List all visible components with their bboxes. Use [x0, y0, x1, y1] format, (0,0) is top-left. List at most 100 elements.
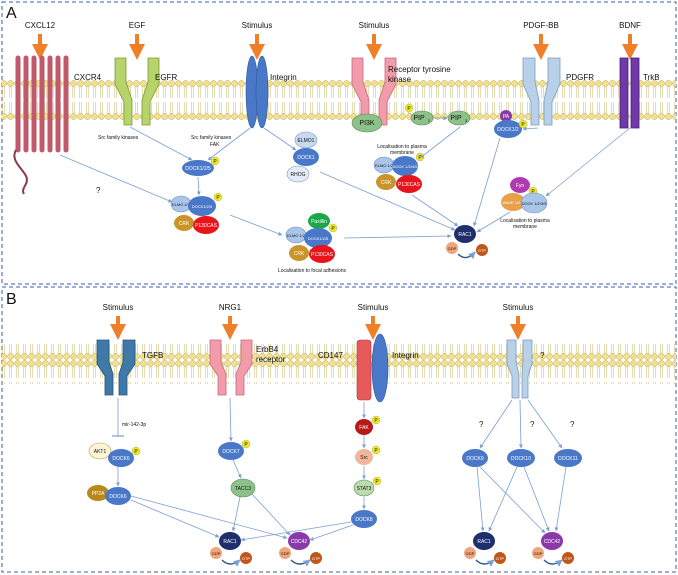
node-pp2a: PP2A: [92, 491, 105, 497]
p-paxillin: P: [331, 226, 335, 232]
ligand-stimulus-2: Stimulus: [359, 21, 390, 30]
node-gdp-b1: GDP: [212, 551, 221, 556]
ligand-nrg1: NRG1: [219, 303, 242, 312]
note-loc-pm2-2: membrane: [513, 224, 537, 230]
label-erbb4-1: ErbB4: [256, 345, 279, 354]
focal-complex: Paxillin P ELMO 1/2 DOCK1/2/5 CRK P130CA…: [278, 213, 347, 274]
node-tacc3: TACC3: [235, 486, 251, 492]
node-p130-b: P130CAS: [398, 182, 421, 188]
label-rtk-2: kinase: [388, 75, 412, 84]
ligand-stimulus-b3: Stimulus: [503, 303, 534, 312]
ligand-stimulus-b1: Stimulus: [103, 303, 134, 312]
note-q3: ?: [570, 420, 575, 429]
node-fak: FAK: [359, 425, 369, 431]
receptor-tgfb: [96, 339, 136, 396]
node-dock7: DOCK7: [222, 449, 239, 455]
node-p130-a: P130CAS: [195, 223, 218, 229]
node-dock9: DOCK9: [466, 456, 483, 462]
panel-a: A CXCL12 EGF Stimulus Stimulus PDGF-BB B…: [1, 1, 677, 285]
label-erbb4-2: receptor: [256, 355, 286, 364]
panel-b: B Stimulus NRG1 Stimulus Stimulus TGFB E…: [1, 286, 677, 573]
node-dock12: DOCK1/2: [497, 127, 519, 133]
ligand-arrows-b: [110, 316, 526, 340]
node-dock125-a: DOCK1/2/5: [185, 166, 211, 172]
receptor-unknown: [506, 339, 533, 399]
p-dock12: P: [521, 122, 525, 128]
dock9-10-11: DOCK9 DOCK10 DOCK11: [462, 449, 582, 467]
dock7-tacc3: DOCK7 P TACC3: [218, 439, 256, 498]
ligand-egf: EGF: [129, 21, 146, 30]
node-gdp-b2: GDP: [281, 551, 290, 556]
node-pip2-sub: 2: [428, 118, 431, 123]
panel-a-frame: [1, 1, 677, 285]
node-crk-b: CRK: [381, 180, 392, 186]
note-loc-pm2-1: Localisation to plasma: [500, 218, 550, 224]
receptor-cd147-integrin: [356, 333, 389, 403]
node-crk-a: CRK: [179, 221, 190, 227]
node-rac1-b-right: RAC1: [477, 539, 491, 545]
node-dock1235: DOCK 1/2/3/5: [522, 201, 548, 206]
p-dock125-b: P: [216, 195, 220, 201]
node-gtp-b3: GTP: [496, 556, 505, 561]
left-complex: ELMO 1/2 DOCK1/2/5 P CRK P130CAS: [170, 192, 223, 234]
node-gdp-b3: GDP: [466, 551, 475, 556]
ligand-cxcl12: CXCL12: [25, 21, 56, 30]
node-pip2: PIP: [413, 115, 425, 122]
node-paxillin: Paxillin: [311, 219, 327, 225]
p-dock6: P: [134, 449, 138, 455]
panel-b-letter: B: [6, 291, 17, 308]
label-trkb: TrkB: [643, 73, 660, 82]
node-stat3: STAT3: [357, 486, 372, 492]
ligand-pdgf-bb: PDGF-BB: [523, 21, 559, 30]
label-rtk-1: Receptor tyrosine: [388, 65, 451, 74]
note-question-a: ?: [96, 186, 101, 195]
node-gdp-a: GDP: [448, 246, 457, 251]
node-gtp-a: GTP: [478, 248, 487, 253]
pi3k-group: PI3K PIP 2 PIP 3 P: [351, 103, 471, 133]
receptor-egfr: [114, 57, 160, 126]
node-elmo1: ELMO1: [298, 138, 315, 144]
node-dock8: DOCK8: [355, 517, 372, 523]
rac1-cdc42-b-mid: RAC1 GDP GTP CDC42 GDP GTP: [210, 532, 322, 567]
p-src: P: [374, 448, 378, 454]
note-q2: ?: [530, 420, 535, 429]
node-elmo12-b: ELMO 1/2: [375, 163, 394, 168]
arrows-a: [59, 126, 631, 239]
node-dock6-a: DOCK6: [112, 456, 129, 462]
node-fyn: Fyn: [516, 183, 525, 189]
rac1-group-a: RAC1 GDP GTP: [446, 225, 488, 260]
p-stat3: P: [375, 479, 379, 485]
elmo1-dock1-rhog: ELMO1 DOCK1 RHOG: [286, 131, 319, 183]
node-gtp-b1: GTP: [242, 556, 251, 561]
fak-src-stat3-dock8: FAK P Src P STAT3 P DOCK8: [351, 415, 382, 528]
dock125-a-group: DOCK1/2/5 P: [182, 156, 220, 176]
node-rac1-a: RAC1: [458, 232, 472, 238]
p-pi3k: P: [407, 106, 411, 112]
note-q1: ?: [479, 420, 484, 429]
rac1-cdc42-b-right: RAC1 GDP GTP CDC42 GDP GTP: [464, 532, 574, 567]
node-dock1: DOCK1: [297, 155, 314, 161]
receptor-integrin-a: [245, 55, 269, 129]
rtk-complex: Localisation to plasma membrane ELMO 1/2…: [373, 144, 427, 193]
node-gtp-b4: GTP: [564, 556, 573, 561]
label-unknown-receptor: ?: [540, 351, 545, 360]
note-src2-1: Src family kinases: [191, 135, 232, 141]
node-akt1: AKT1: [94, 449, 107, 455]
node-pip3: PIP: [450, 115, 462, 122]
label-integrin-b: Integrin: [392, 351, 419, 360]
fyn-wave-group: Fyn P WAVE 1/2/3 DOCK 1/2/3/5 Localisati…: [500, 177, 550, 230]
node-dock1234: DOCK 1/2/4/5: [393, 164, 419, 169]
node-dock125-b: DOCK1/2/5: [192, 204, 213, 209]
node-src: Src: [360, 455, 368, 461]
note-loc-pm-2: membrane: [390, 150, 414, 156]
note-loc-fa: Localisation to focal adhesions: [278, 268, 347, 274]
label-pdgfr: PDGFR: [566, 73, 594, 82]
node-rac1-b-mid: RAC1: [223, 539, 237, 545]
label-integrin-a: Integrin: [270, 73, 297, 82]
label-egfr: EGFR: [155, 73, 177, 82]
ligand-stimulus-1: Stimulus: [242, 21, 273, 30]
note-src2-2: FAK: [210, 142, 220, 148]
panel-b-frame: [1, 286, 677, 573]
panel-a-letter: A: [6, 5, 17, 22]
